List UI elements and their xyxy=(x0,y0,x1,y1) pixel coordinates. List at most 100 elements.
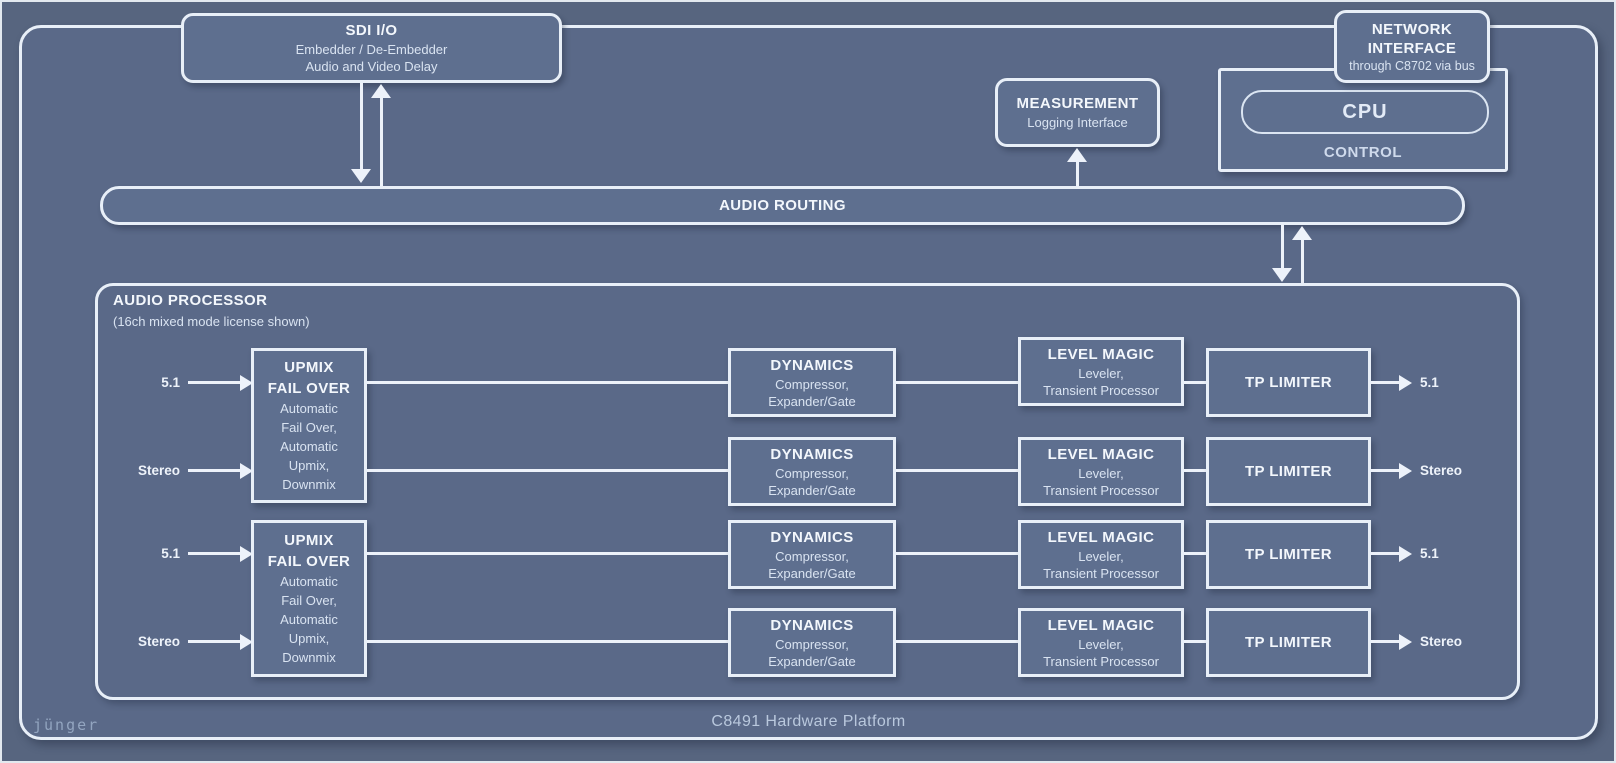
input-label: 5.1 xyxy=(161,375,180,390)
dynamics-line1: Compressor, xyxy=(775,465,849,481)
input-line xyxy=(188,381,240,384)
upmix-title-line1: UPMIX xyxy=(284,359,334,376)
processor-to-routing-line xyxy=(1301,239,1304,283)
upmix-title-line1: UPMIX xyxy=(284,532,334,549)
network-interface-box: NETWORK INTERFACE through C8702 via bus xyxy=(1334,10,1490,83)
input-line xyxy=(188,469,240,472)
connector-line xyxy=(896,381,1018,384)
input-line xyxy=(188,552,240,555)
connector-line xyxy=(367,469,728,472)
level-magic-line2: Transient Processor xyxy=(1043,653,1159,669)
tp-limiter-box: TP LIMITER xyxy=(1206,608,1371,677)
output-label: Stereo xyxy=(1420,634,1463,649)
tp-limiter-box: TP LIMITER xyxy=(1206,520,1371,589)
arrow-right-icon xyxy=(240,634,253,650)
output-line xyxy=(1371,469,1399,472)
measurement-box: MEASUREMENT Logging Interface xyxy=(995,78,1160,147)
input-label: 5.1 xyxy=(161,546,180,561)
dynamics-title: DYNAMICS xyxy=(770,445,854,463)
control-box: CPU CONTROL xyxy=(1218,68,1508,172)
sdi-io-line2: Audio and Video Delay xyxy=(305,59,438,74)
upmix-title-line2: FAIL OVER xyxy=(267,380,351,397)
upmix-detail: Fail Over, xyxy=(281,593,337,608)
connector-line xyxy=(367,552,728,555)
level-magic-box: LEVEL MAGIC Leveler, Transient Processor xyxy=(1018,337,1184,406)
arrow-right-icon xyxy=(1399,375,1412,391)
upmix-detail: Downmix xyxy=(282,477,336,492)
audio-processor-title: AUDIO PROCESSOR xyxy=(113,292,268,309)
tp-limiter-title: TP LIMITER xyxy=(1244,633,1333,651)
arrow-up-icon xyxy=(1292,226,1312,240)
arrow-up-icon xyxy=(371,84,391,98)
sdi-to-routing-line xyxy=(360,83,363,170)
upmix-failover-box-1: UPMIX FAIL OVER Automatic Fail Over, Aut… xyxy=(251,348,367,503)
upmix-title-line2: FAIL OVER xyxy=(267,553,351,570)
dynamics-title: DYNAMICS xyxy=(770,528,854,546)
input-label: Stereo xyxy=(137,463,180,478)
audio-routing-bar: AUDIO ROUTING xyxy=(100,186,1465,225)
arrow-right-icon xyxy=(1399,546,1412,562)
tp-limiter-title: TP LIMITER xyxy=(1244,373,1333,391)
arrow-right-icon xyxy=(1399,634,1412,650)
dynamics-box: DYNAMICS Compressor, Expander/Gate xyxy=(728,437,896,506)
dynamics-line2: Expander/Gate xyxy=(768,565,856,581)
arrow-up-icon xyxy=(1067,148,1087,162)
level-magic-line1: Leveler, xyxy=(1078,465,1124,481)
control-label: CONTROL xyxy=(1323,144,1403,161)
output-line xyxy=(1371,381,1399,384)
level-magic-title: LEVEL MAGIC xyxy=(1047,528,1155,546)
dynamics-box: DYNAMICS Compressor, Expander/Gate xyxy=(728,520,896,589)
input-line xyxy=(188,640,240,643)
upmix-detail: Upmix, xyxy=(288,631,330,646)
level-magic-line1: Leveler, xyxy=(1078,548,1124,564)
upmix-detail: Automatic xyxy=(280,439,338,454)
measurement-title: MEASUREMENT xyxy=(1016,95,1139,112)
audio-processor-box xyxy=(95,283,1520,700)
tp-limiter-box: TP LIMITER xyxy=(1206,348,1371,417)
connector-line xyxy=(1184,640,1206,643)
output-label: 5.1 xyxy=(1420,375,1439,390)
connector-line xyxy=(1184,552,1206,555)
connector-line xyxy=(896,469,1018,472)
tp-limiter-box: TP LIMITER xyxy=(1206,437,1371,506)
dynamics-box: DYNAMICS Compressor, Expander/Gate xyxy=(728,608,896,677)
upmix-detail: Upmix, xyxy=(288,458,330,473)
arrow-down-icon xyxy=(351,169,371,183)
audio-routing-label: AUDIO ROUTING xyxy=(719,196,846,214)
connector-line xyxy=(1184,469,1206,472)
dynamics-line1: Compressor, xyxy=(775,548,849,564)
output-line xyxy=(1371,640,1399,643)
level-magic-title: LEVEL MAGIC xyxy=(1047,445,1155,463)
connector-line xyxy=(367,640,728,643)
connector-line xyxy=(896,640,1018,643)
arrow-right-icon xyxy=(240,463,253,479)
arrow-right-icon xyxy=(240,546,253,562)
dynamics-line1: Compressor, xyxy=(775,636,849,652)
connector-line xyxy=(1184,381,1206,384)
arrow-right-icon xyxy=(240,375,253,391)
level-magic-line1: Leveler, xyxy=(1078,365,1124,381)
upmix-detail: Automatic xyxy=(280,401,338,416)
level-magic-box: LEVEL MAGIC Leveler, Transient Processor xyxy=(1018,520,1184,589)
output-label: 5.1 xyxy=(1420,546,1439,561)
upmix-failover-box-2: UPMIX FAIL OVER Automatic Fail Over, Aut… xyxy=(251,520,367,677)
output-label: Stereo xyxy=(1420,463,1463,478)
dynamics-line2: Expander/Gate xyxy=(768,653,856,669)
sdi-io-line1: Embedder / De-Embedder xyxy=(295,42,448,57)
network-interface-subtitle: through C8702 via bus xyxy=(1349,58,1475,73)
arrow-right-icon xyxy=(1399,463,1412,479)
connector-line xyxy=(896,552,1018,555)
sdi-io-box: SDI I/O Embedder / De-Embedder Audio and… xyxy=(181,13,562,83)
network-interface-title-line2: INTERFACE xyxy=(1367,39,1457,57)
level-magic-line2: Transient Processor xyxy=(1043,482,1159,498)
upmix-detail: Downmix xyxy=(282,650,336,665)
dynamics-line1: Compressor, xyxy=(775,376,849,392)
connector-line xyxy=(367,381,728,384)
upmix-detail: Automatic xyxy=(280,612,338,627)
level-magic-title: LEVEL MAGIC xyxy=(1047,345,1155,363)
platform-label: C8491 Hardware Platform xyxy=(711,713,906,730)
routing-to-processor-line xyxy=(1281,225,1284,269)
routing-to-measurement-line xyxy=(1076,161,1079,186)
level-magic-line2: Transient Processor xyxy=(1043,382,1159,398)
